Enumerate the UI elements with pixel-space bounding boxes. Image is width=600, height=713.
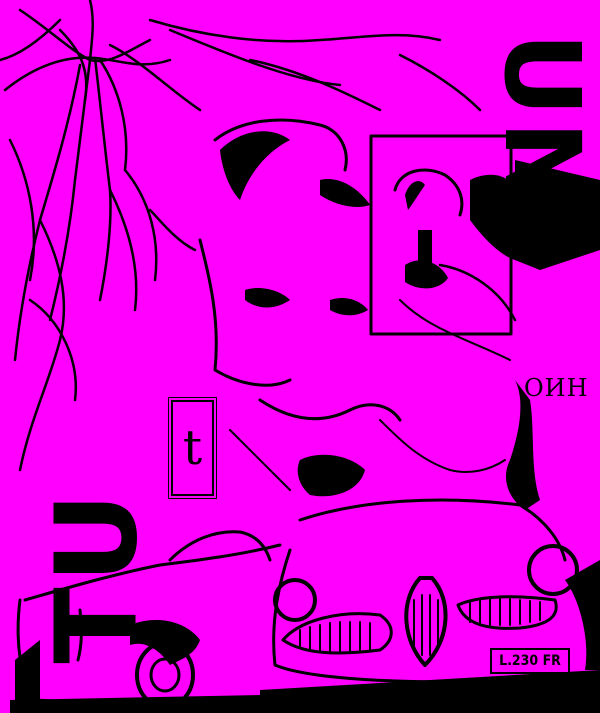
boxed-letter: t [182,420,203,476]
boxed-letter-frame: t [168,397,217,499]
large-face [148,118,506,497]
right-shadow [505,380,540,510]
tangled-roots [0,0,482,472]
alfa-romeo-car-front [260,498,600,713]
headline-word-un: UN [480,32,600,212]
license-plate: L.230 FR [490,648,570,674]
headline-word-tu: TU [32,488,163,664]
mirrored-word-ohn: ОИН [524,374,589,402]
convertible-car-side [10,530,282,713]
framed-man-with-gun [369,134,600,361]
